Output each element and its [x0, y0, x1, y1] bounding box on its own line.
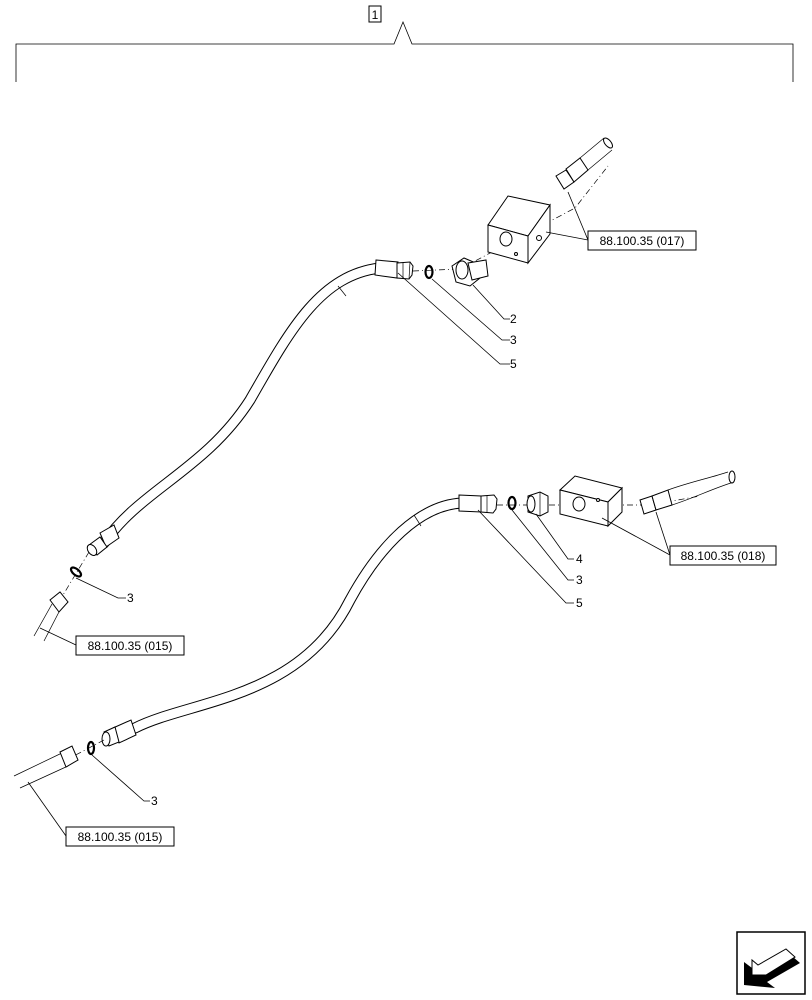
reference-017[interactable]: 88.100.35 (017): [587, 230, 697, 251]
reference-015-lower-label: 88.100.35 (015): [78, 830, 163, 844]
next-page-arrow-icon[interactable]: [736, 931, 806, 995]
reference-018[interactable]: 88.100.35 (018): [669, 545, 777, 566]
lower-hose-assembly: [101, 494, 498, 747]
straight-adapter: [526, 491, 549, 517]
reference-015-upper[interactable]: 88.100.35 (015): [75, 635, 185, 656]
o-ring-lower: [507, 495, 517, 511]
assembly-number: 1: [372, 8, 379, 22]
callout-5-lower: 5: [576, 596, 583, 610]
leader-lines: [27, 191, 671, 837]
o-ring-upper-left: [69, 566, 83, 578]
callout-3-upper: 3: [510, 333, 517, 347]
valve-block-lower: [558, 475, 623, 528]
valve-block-upper: [487, 195, 551, 265]
pipe-018: [639, 470, 736, 515]
reference-017-label: 88.100.35 (017): [600, 234, 685, 248]
pipe-015-upper: [33, 591, 69, 642]
upper-hose-assembly: [86, 259, 414, 556]
upper-pipe-017: [555, 137, 613, 190]
callout-3-upper-left: 3: [127, 591, 134, 605]
callout-2: 2: [510, 312, 517, 326]
o-ring-lower-left: [86, 740, 96, 756]
reference-015-upper-label: 88.100.35 (015): [88, 639, 173, 653]
assembly-label: 1: [368, 5, 382, 23]
elbow-fitting: [451, 257, 489, 287]
callout-3-lower-left: 3: [151, 794, 158, 808]
assembly-bracket: [15, 20, 794, 82]
callout-5-upper: 5: [510, 357, 517, 371]
callout-3-lower: 3: [576, 573, 583, 587]
pipe-015-lower: [13, 745, 79, 789]
callout-4: 4: [576, 552, 583, 566]
o-ring-upper: [424, 264, 434, 280]
reference-018-label: 88.100.35 (018): [681, 549, 766, 563]
reference-015-lower[interactable]: 88.100.35 (015): [65, 826, 175, 847]
